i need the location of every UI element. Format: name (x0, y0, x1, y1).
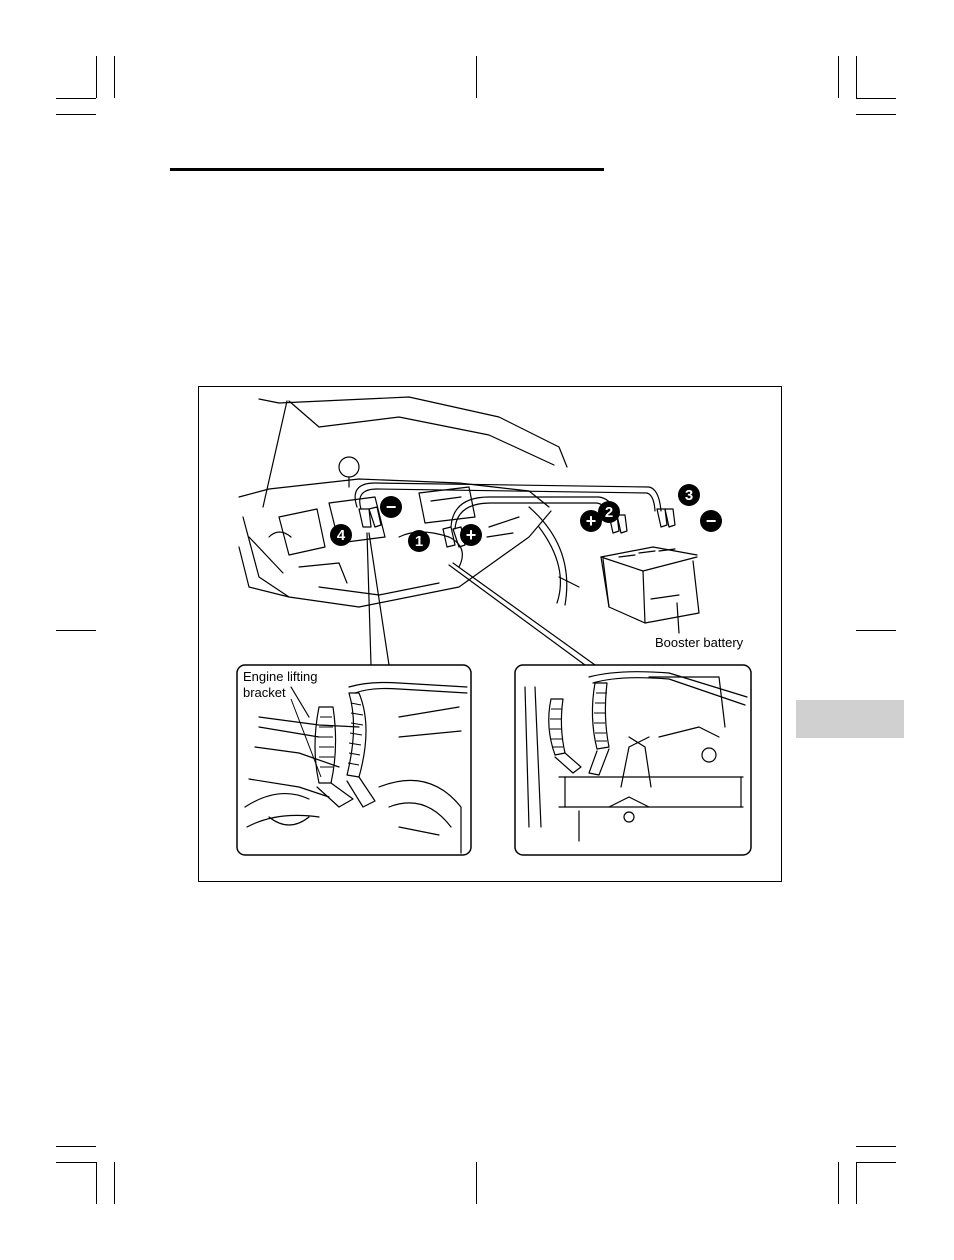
booster-battery-label: Booster battery (655, 635, 743, 650)
crop-mark (56, 1146, 96, 1147)
crop-mark (838, 1162, 839, 1204)
chapter-tab (796, 700, 904, 738)
plus-symbol: + (460, 524, 482, 546)
crop-mark (56, 114, 96, 115)
callout-1: 1 (408, 530, 430, 552)
jump-start-illustration: 1 2 3 4 + + − − (199, 387, 781, 881)
svg-text:−: − (706, 511, 717, 531)
engine-lifting-label-line1: Engine lifting (243, 669, 317, 684)
crop-mark (856, 1162, 857, 1204)
svg-text:2: 2 (605, 504, 613, 521)
crop-mark (56, 98, 96, 99)
battery-terminal-inset (515, 665, 751, 855)
crop-mark (856, 1146, 896, 1147)
crop-mark (96, 56, 97, 98)
jump-start-figure: 1 2 3 4 + + − − (198, 386, 782, 882)
crop-mark (856, 114, 896, 115)
callout-3: 3 (678, 484, 700, 506)
callout-4: 4 (330, 524, 352, 546)
crop-mark (476, 1162, 477, 1204)
plus-symbol: + (580, 510, 602, 532)
crop-mark (114, 56, 115, 98)
crop-mark (856, 1162, 896, 1163)
minus-symbol: − (700, 510, 722, 532)
crop-mark (856, 98, 896, 99)
header-rule (170, 168, 604, 171)
svg-text:1: 1 (415, 533, 423, 550)
crop-mark (56, 1162, 96, 1163)
crop-mark (114, 1162, 115, 1204)
svg-text:−: − (386, 497, 397, 517)
crop-mark (56, 630, 96, 631)
svg-text:+: + (586, 511, 597, 531)
svg-text:+: + (466, 525, 477, 545)
crop-mark (838, 56, 839, 98)
crop-mark (96, 1162, 97, 1204)
crop-mark (856, 56, 857, 98)
svg-text:4: 4 (337, 527, 346, 544)
crop-mark (856, 630, 896, 631)
minus-symbol: − (380, 496, 402, 518)
engine-lifting-label-line2: bracket (243, 685, 286, 700)
svg-text:3: 3 (685, 487, 693, 504)
crop-mark (476, 56, 477, 98)
